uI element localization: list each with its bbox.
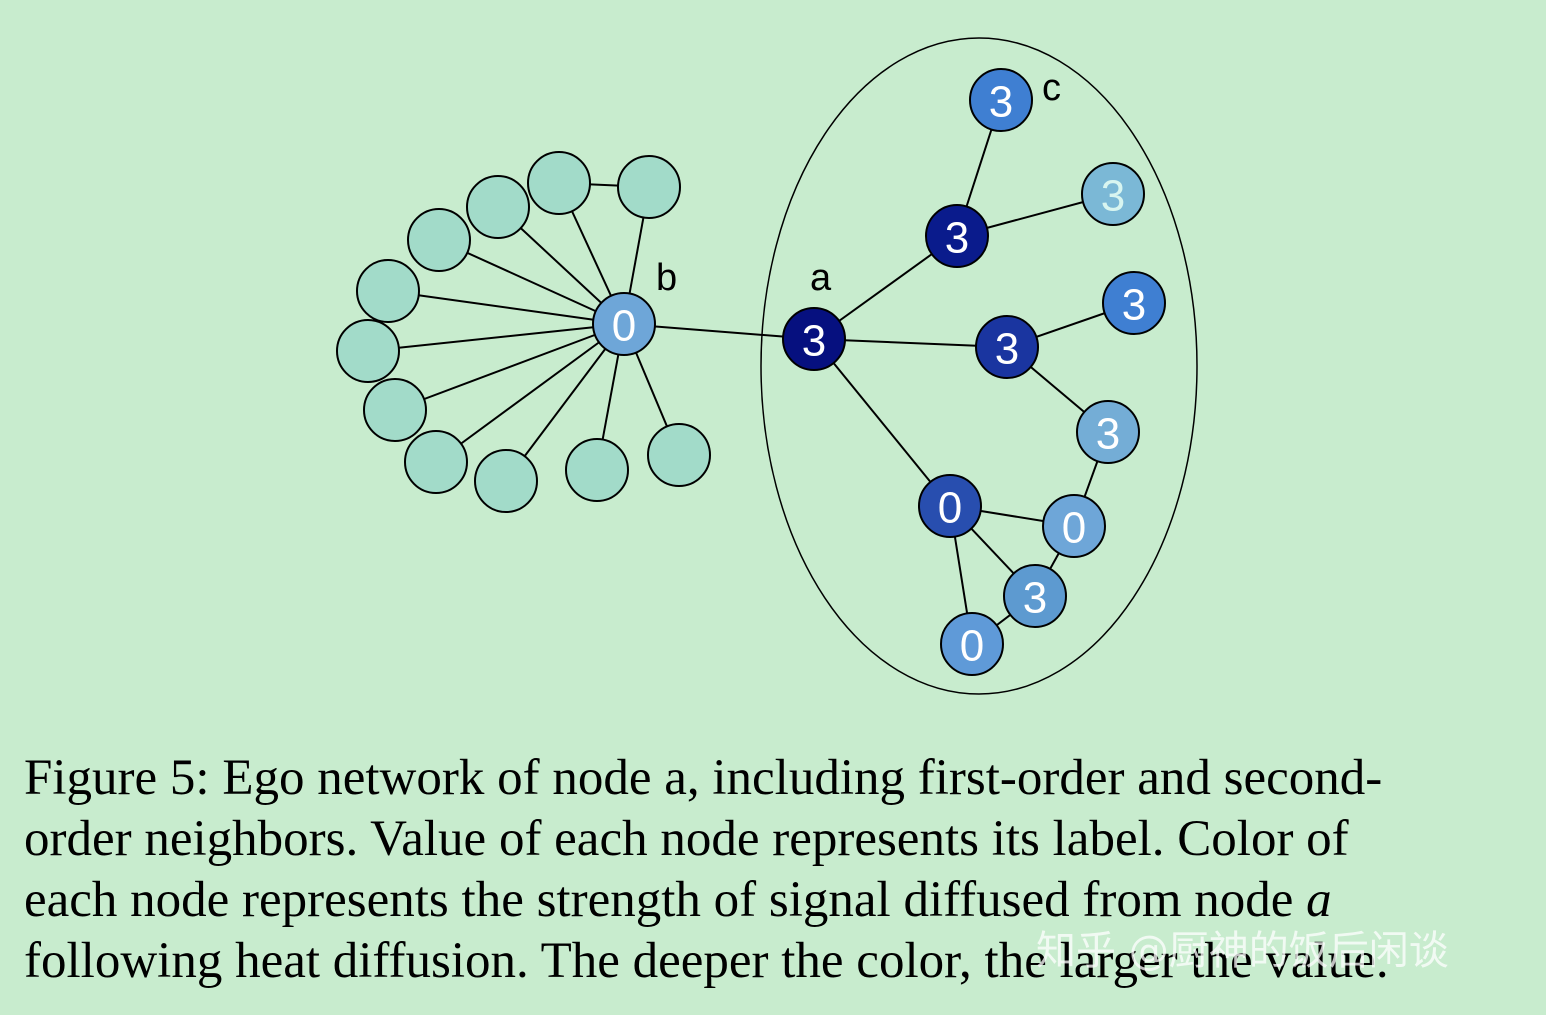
edge-b-empty-3 xyxy=(438,239,625,325)
edge-b-empty-5 xyxy=(367,323,625,352)
node-c xyxy=(969,68,1033,132)
empty-neighbor-node-5 xyxy=(336,319,400,383)
node-b-label: 0 xyxy=(612,302,636,351)
empty-neighbor-node-8 xyxy=(474,449,538,513)
node-c-label: 3 xyxy=(989,78,1013,127)
edge-b-empty-6 xyxy=(394,323,625,411)
caption-node-a-italic: a xyxy=(1306,872,1332,928)
node-n8-label: 3 xyxy=(1023,574,1047,623)
empty-neighbor-node-6 xyxy=(363,378,427,442)
edge-a-n6 xyxy=(813,338,951,507)
node-n4 xyxy=(1102,271,1166,335)
caption-line-4: following heat diffusion. The deeper the… xyxy=(24,933,1389,989)
node-a-label: 3 xyxy=(802,317,826,366)
node-b xyxy=(592,292,656,356)
empty-neighbor-node-1 xyxy=(527,151,591,215)
node-n8 xyxy=(1003,564,1067,628)
ego-boundary-ellipse xyxy=(760,37,1198,695)
node-n6-label: 0 xyxy=(938,484,962,533)
node-n5-label: 3 xyxy=(1096,410,1120,459)
node-n4-label: 3 xyxy=(1122,281,1146,330)
node-n7-label: 0 xyxy=(1062,504,1086,553)
zhihu-watermark: 知乎 @厨神的饭后闲谈 xyxy=(1036,928,1449,974)
node-n1 xyxy=(925,204,989,268)
node-n7 xyxy=(1042,494,1106,558)
empty-neighbor-node-7 xyxy=(404,430,468,494)
empty-neighbor-node-3 xyxy=(407,208,471,272)
node-a xyxy=(782,307,846,371)
empty-neighbor-node-9 xyxy=(565,438,629,502)
edge-a-n3 xyxy=(813,338,1008,348)
node-n9-label: 0 xyxy=(960,622,984,671)
node-tag-c: c xyxy=(1042,67,1061,109)
empty-neighbor-node-4 xyxy=(356,259,420,323)
empty-neighbor-node-10 xyxy=(647,423,711,487)
node-n3 xyxy=(975,315,1039,379)
node-tag-a: a xyxy=(810,257,832,299)
caption-line-1: Figure 5: Ego network of node a, includi… xyxy=(24,750,1383,806)
empty-neighbor-node-2 xyxy=(466,175,530,239)
node-n6 xyxy=(918,474,982,538)
node-tag-b: b xyxy=(656,257,677,299)
node-n9 xyxy=(940,612,1004,676)
caption-line-3: each node represents the strength of sig… xyxy=(24,872,1307,928)
node-n5 xyxy=(1076,400,1140,464)
node-n3-label: 3 xyxy=(995,325,1019,374)
edge-b-empty-7 xyxy=(435,323,625,463)
node-n2-label: 3 xyxy=(1101,172,1125,221)
node-n2 xyxy=(1081,162,1145,226)
caption-line-2: order neighbors. Value of each node repr… xyxy=(24,811,1349,867)
figure-caption: Figure 5: Ego network of node a, includi… xyxy=(24,748,1508,992)
edge-b-empty-8 xyxy=(505,323,625,482)
edge-b-empty-4 xyxy=(387,290,625,325)
empty-neighbor-node-0 xyxy=(617,155,681,219)
node-n1-label: 3 xyxy=(945,214,969,263)
